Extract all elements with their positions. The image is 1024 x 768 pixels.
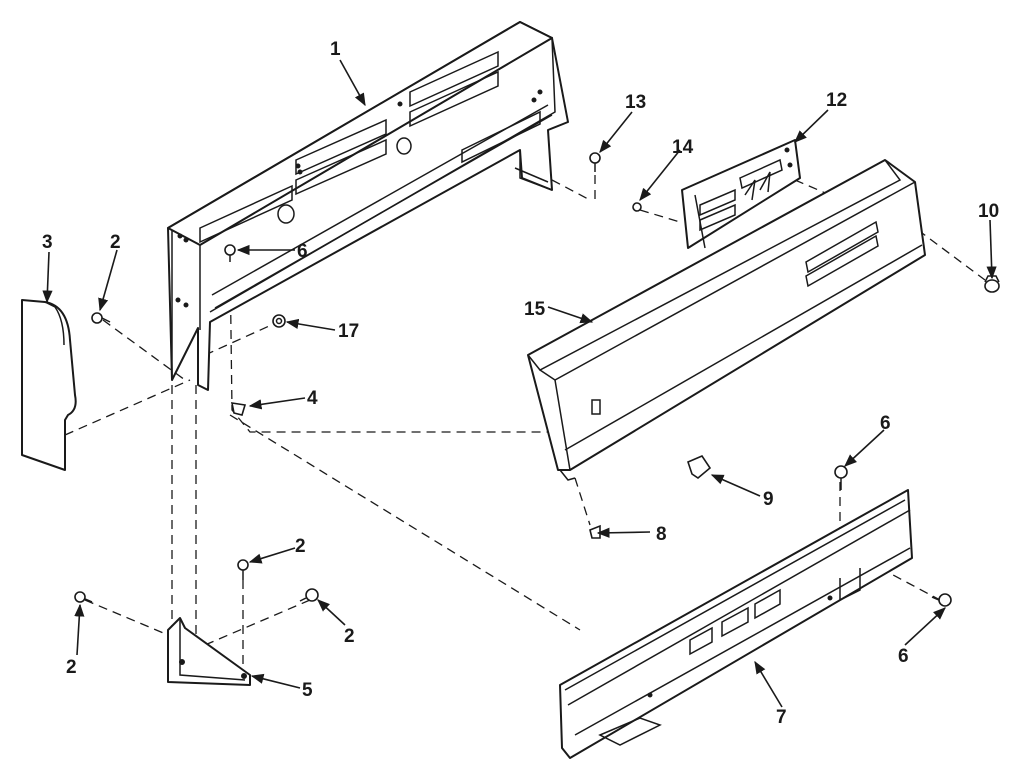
callout-6: 6 xyxy=(880,413,891,434)
callout-13: 13 xyxy=(625,92,646,113)
callout-15: 15 xyxy=(524,299,546,320)
screw-icon xyxy=(632,202,642,212)
callout-5: 5 xyxy=(302,680,313,701)
part-15-control-panel xyxy=(527,159,926,481)
part-5-side-bracket xyxy=(167,617,251,686)
callout-3: 3 xyxy=(42,232,53,253)
part-7-lower-trim-panel xyxy=(559,489,913,759)
clip-icon xyxy=(230,402,247,416)
part-1-backguard-frame xyxy=(167,21,569,391)
callout-2: 2 xyxy=(110,232,121,253)
screw-icon xyxy=(224,244,236,262)
callout-1: 1 xyxy=(330,39,341,60)
screw-icon xyxy=(299,588,319,602)
part-3-end-cap xyxy=(21,299,77,471)
callout-8: 8 xyxy=(656,524,667,545)
callout-17: 17 xyxy=(338,321,359,342)
screw-icon xyxy=(834,465,848,490)
callout-10: 10 xyxy=(978,201,999,222)
nut-icon xyxy=(272,314,286,328)
callout-12: 12 xyxy=(826,90,847,111)
callout-2: 2 xyxy=(295,536,306,557)
callout-14: 14 xyxy=(672,137,694,158)
screw-icon xyxy=(91,312,111,324)
callout-7: 7 xyxy=(776,707,787,728)
screw-icon xyxy=(931,593,952,607)
callout-6: 6 xyxy=(297,241,308,262)
screw-icon xyxy=(237,559,249,580)
screw-icon xyxy=(74,591,93,603)
callout-9: 9 xyxy=(763,489,774,510)
leader-lines xyxy=(42,59,997,708)
hinge-icon xyxy=(589,524,601,539)
callout-2: 2 xyxy=(66,657,77,678)
part-12-switch-bracket xyxy=(681,139,801,249)
callout-4: 4 xyxy=(307,388,318,409)
clip-icon xyxy=(687,455,712,479)
hardware xyxy=(74,152,1000,607)
callout-2: 2 xyxy=(344,626,355,647)
callout-labels: 1 2 3 6 17 4 2 2 2 5 13 14 12 10 15 8 9 … xyxy=(42,39,999,728)
knob-icon xyxy=(984,275,1000,293)
callout-6: 6 xyxy=(898,646,909,667)
screw-icon xyxy=(589,152,601,172)
